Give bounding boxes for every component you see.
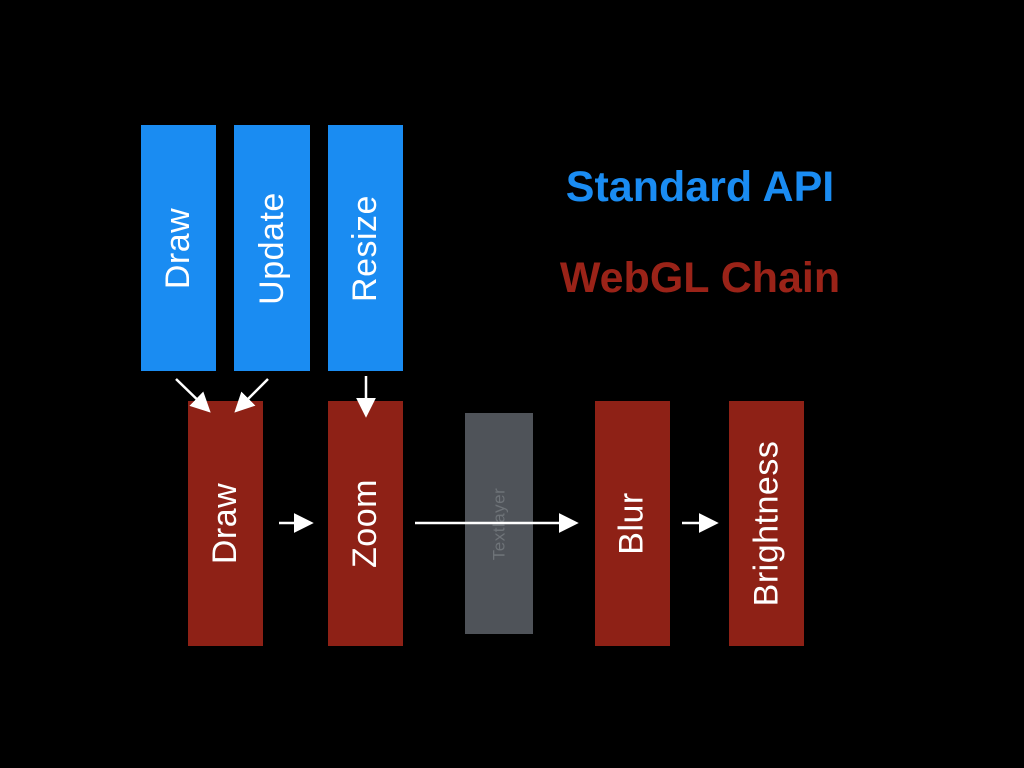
arrow-std-draw-to-gl-draw (175, 378, 211, 413)
legend-standard-api: Standard API (565, 163, 835, 211)
standard-update-box: Update (234, 125, 310, 371)
standard-draw-box: Draw (141, 125, 216, 371)
webgl-brightness-box: Brightness (729, 401, 804, 646)
arrow-std-update-to-gl-draw (234, 378, 269, 413)
webgl-zoom-box: Zoom (328, 401, 403, 646)
webgl-blur-box: Blur (595, 401, 670, 646)
legend-webgl-chain: WebGL Chain (559, 254, 841, 302)
standard-resize-box: Resize (328, 125, 403, 371)
webgl-draw-box: Draw (188, 401, 263, 646)
